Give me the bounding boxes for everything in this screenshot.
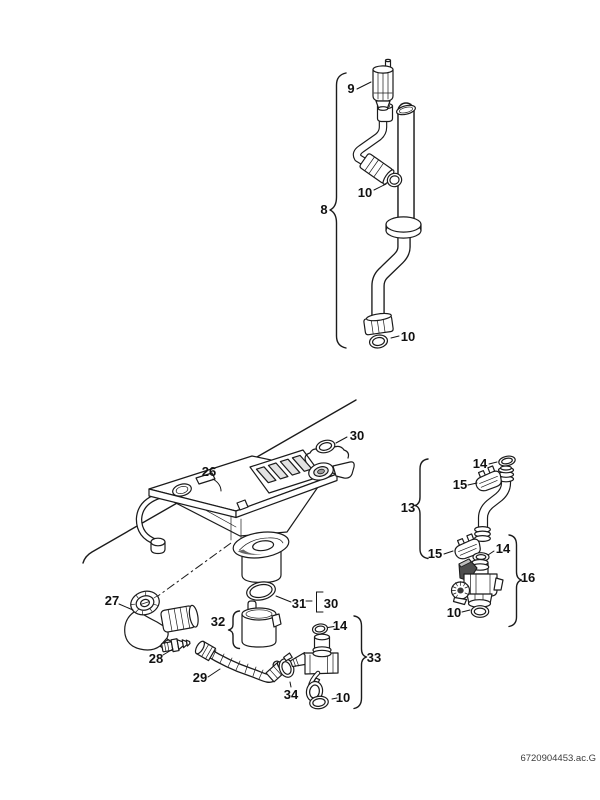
o-ring-10-a: [386, 172, 403, 188]
part-label-31: 31: [292, 596, 306, 611]
elbow-ribbed-connector: [160, 604, 199, 633]
bracket-16: [508, 534, 523, 628]
part-label-15-bottom: 15: [428, 546, 442, 561]
part-label-33: 33: [367, 650, 381, 665]
part-label-14-washer: 14: [496, 541, 511, 556]
manifold-peg: [150, 537, 166, 555]
part-label-30-manifold: 30: [350, 428, 364, 443]
o-ring-10-b: [368, 334, 389, 349]
clip-34: [278, 652, 295, 678]
o-ring-30-a: [315, 439, 336, 454]
part-label-14-valve: 14: [333, 618, 348, 633]
bracket-13: [414, 458, 429, 560]
part-label-10-valve16: 10: [447, 605, 461, 620]
bracket-32: [227, 610, 241, 650]
elbow-union-nut: [130, 590, 160, 616]
o-ring-14-b: [498, 455, 516, 467]
bracket-8: [329, 72, 347, 349]
part-label-10-vent: 10: [358, 185, 372, 200]
chassis-edge-line: [82, 399, 357, 564]
union-nut-pipe: [363, 312, 394, 336]
part-label-13: 13: [401, 500, 415, 515]
valve-16: [450, 558, 504, 618]
hose-nipple-28: [161, 638, 191, 653]
pipe-flange: [385, 216, 422, 239]
manifold-grille: [249, 449, 323, 494]
document-code: 6720904453.ac.G: [520, 753, 596, 764]
part-label-9: 9: [347, 81, 354, 96]
part-label-29: 29: [193, 670, 207, 685]
manifold-volute-cup: [232, 531, 290, 559]
manifold-assembly-26: [135, 445, 355, 584]
cartridge-32: [241, 600, 282, 648]
part-label-16: 16: [521, 570, 535, 585]
leader-lines: [118, 81, 498, 700]
elbow-fitting-27: [124, 590, 199, 651]
manifold-port: [308, 462, 334, 481]
drain-valve-33: [289, 623, 339, 710]
part-label-8: 8: [320, 202, 327, 217]
centerline: [150, 542, 232, 602]
part-label-26: 26: [202, 464, 216, 479]
o-ring-10-d: [470, 605, 490, 618]
part-label-27: 27: [105, 593, 119, 608]
part-label-15-top: 15: [453, 477, 467, 492]
part-label-30-set: 30: [324, 596, 338, 611]
part-label-10-valve33: 10: [336, 690, 350, 705]
part-label-32: 32: [211, 614, 225, 629]
bracket-33: [353, 615, 368, 710]
part-label-10-pipe: 10: [401, 329, 415, 344]
pipe-top-opening: [396, 104, 416, 116]
connection-pipe-13: [414, 455, 516, 562]
part-label-34: 34: [284, 687, 299, 702]
hose-29: [194, 640, 288, 683]
hose-end-left: [194, 640, 217, 662]
valve-drain-knob: [450, 581, 471, 606]
part-label-28: 28: [149, 651, 163, 666]
vent-pipe-assembly-8: [329, 58, 422, 349]
o-ring-31: [246, 581, 276, 601]
o-ring-10-c: [309, 695, 329, 710]
air-vent-9: [372, 58, 394, 111]
part-label-14-pipe-top: 14: [473, 456, 488, 471]
o-ring-14-a: [311, 623, 329, 635]
